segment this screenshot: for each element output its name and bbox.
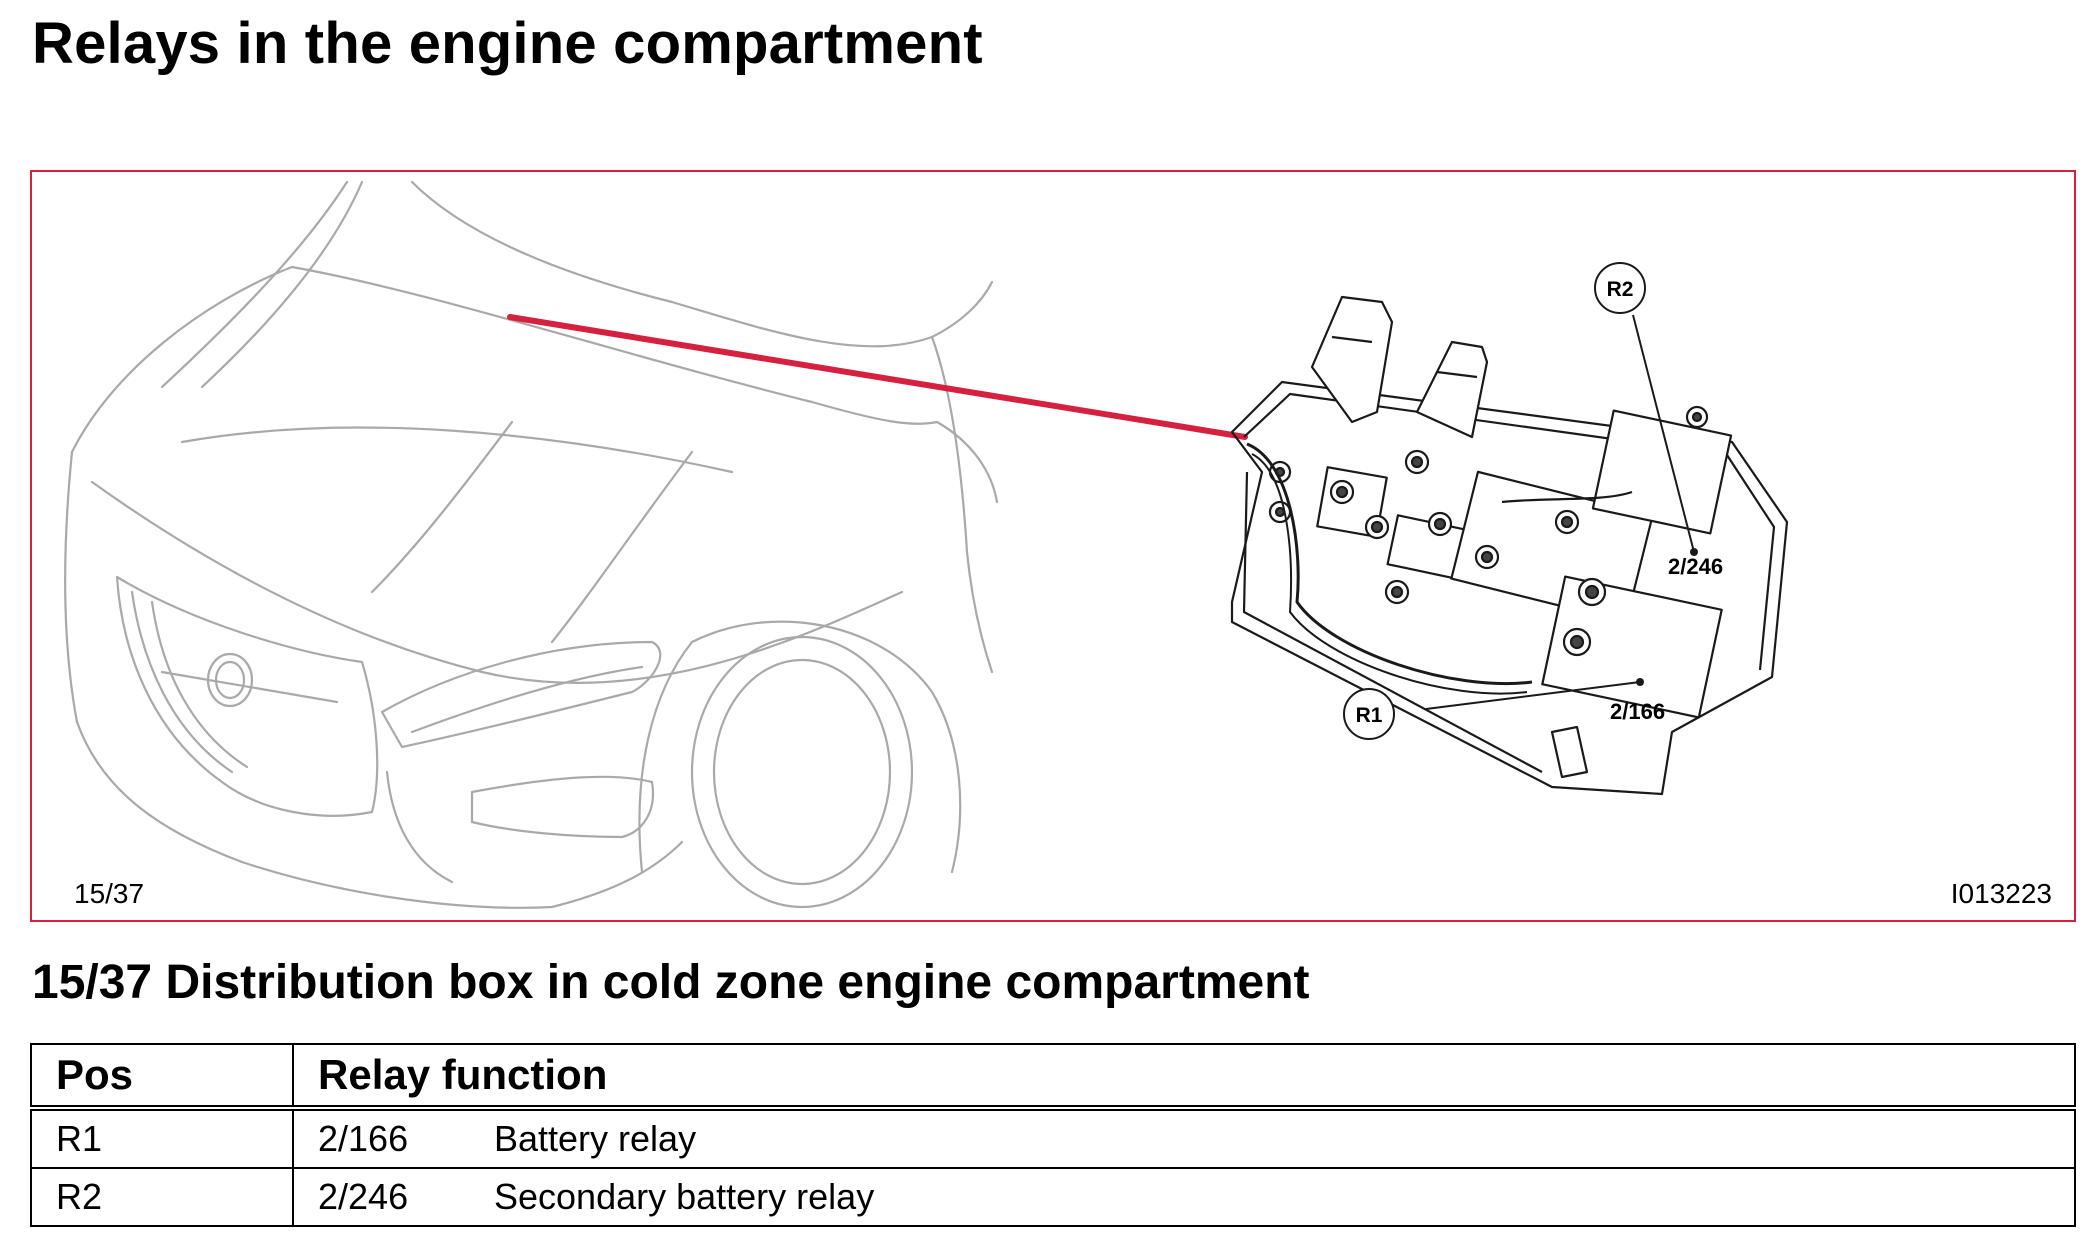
relay-description: Battery relay (494, 1118, 697, 1159)
illustration: R2 R1 2/246 2/166 (63, 180, 1789, 909)
relay-code: 2/246 (318, 1176, 409, 1217)
header-pos: Pos (30, 1043, 294, 1111)
distribution-box-illustration (1230, 295, 1789, 796)
figure-frame: R2 R1 2/246 2/166 15/37 I013223 (30, 170, 2076, 922)
table-row: R1 2/166 Battery relay (30, 1107, 2076, 1169)
car-illustration (63, 180, 999, 909)
cell-relay-function: 2/166 Battery relay (292, 1107, 2076, 1169)
callout-r2-label: R2 (1607, 278, 1634, 301)
pointer-line (507, 314, 1248, 440)
table-row: R2 2/246 Secondary battery relay (30, 1167, 2076, 1227)
table-header-row: Pos Relay function (30, 1043, 2076, 1111)
r1-point (1636, 678, 1644, 686)
figure-number: 15/37 (74, 878, 145, 909)
relay-code-r2: 2/246 (1668, 554, 1723, 579)
callout-leaders (1425, 314, 1695, 710)
r2-point (1690, 548, 1698, 556)
cell-pos: R2 (30, 1167, 294, 1227)
relay-code: 2/166 (318, 1118, 409, 1159)
cell-relay-function: 2/246 Secondary battery relay (292, 1167, 2076, 1227)
callout-r2: R2 (1594, 262, 1646, 314)
section-heading: 15/37 Distribution box in cold zone engi… (32, 956, 1310, 1009)
relay-description: Secondary battery relay (494, 1176, 875, 1217)
header-relay-function: Relay function (292, 1043, 2076, 1111)
page-title: Relays in the engine compartment (32, 11, 983, 76)
image-code: I013223 (1950, 878, 2052, 909)
relay-table: Pos Relay function R1 2/166 Battery relay… (30, 1043, 2076, 1227)
callout-r1-label: R1 (1356, 704, 1383, 727)
cell-pos: R1 (30, 1107, 294, 1169)
callout-r1: R1 (1343, 688, 1395, 740)
relay-code-r1: 2/166 (1610, 699, 1665, 724)
